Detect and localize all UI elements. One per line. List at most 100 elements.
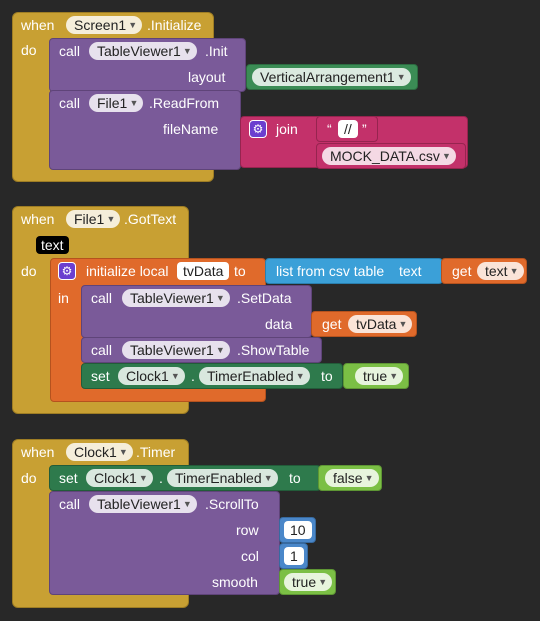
screen1-dropdown-text: Screen1: [74, 17, 127, 33]
boolean-dropdown[interactable]: true▼: [355, 367, 404, 385]
list-from-csv-table-block[interactable]: [265, 258, 443, 284]
chevron-down-icon: ▼: [129, 98, 139, 108]
chevron-down-icon: ▼: [215, 345, 225, 355]
col-param-label: col: [241, 548, 259, 564]
chevron-down-icon: ▼: [389, 371, 399, 381]
chevron-down-icon: ▼: [318, 577, 328, 587]
chevron-down-icon: ▼: [442, 151, 451, 161]
clock1-dropdown[interactable]: Clock1▼: [66, 443, 133, 461]
method-name: .Init: [205, 43, 228, 59]
chevron-down-icon: ▼: [263, 473, 273, 483]
when-label: when: [21, 211, 55, 227]
do-label: do: [21, 470, 37, 486]
file1-dropdown[interactable]: File1▼: [66, 210, 121, 228]
quote-close: ”: [362, 121, 367, 137]
get-var-dropdown[interactable]: tvData▼: [348, 315, 413, 333]
property-dropdown[interactable]: TimerEnabled▼: [167, 469, 278, 487]
get-var-text: tvData: [356, 316, 397, 332]
do-label: do: [21, 263, 37, 279]
method-name: .SetData: [237, 290, 292, 306]
gear-icon[interactable]: ⚙: [249, 120, 267, 138]
set-label: set: [59, 470, 78, 486]
event-name: .Initialize: [147, 17, 202, 33]
clock1-dropdown-text: Clock1: [74, 444, 117, 460]
chevron-down-icon: ▼: [182, 46, 192, 56]
layout-param-label: layout: [188, 69, 226, 85]
row-number-value[interactable]: 10: [284, 521, 312, 539]
vertical-arrangement-dropdown[interactable]: VerticalArrangement1▼: [252, 68, 411, 86]
clock1-dropdown-text: Clock1: [94, 470, 137, 486]
do-label: do: [21, 42, 37, 58]
boolean-dropdown-text: false: [333, 470, 363, 486]
file-readfrom-call-block[interactable]: [49, 90, 241, 170]
call-label: call: [59, 95, 81, 111]
call-label: call: [59, 43, 81, 59]
event-name: .Timer: [136, 444, 176, 460]
in-label: in: [58, 290, 69, 306]
chevron-down-icon: ▼: [182, 499, 192, 509]
method-name: .ScrollTo: [205, 496, 259, 512]
chevron-down-icon: ▼: [128, 20, 138, 30]
chevron-down-icon: ▼: [215, 293, 225, 303]
to-label: to: [234, 263, 246, 279]
join-label: join: [276, 121, 298, 137]
boolean-dropdown-text: true: [292, 574, 317, 590]
file1-dropdown[interactable]: File1▼: [89, 94, 144, 112]
chevron-down-icon: ▼: [396, 72, 406, 82]
when-label: when: [21, 17, 55, 33]
gear-icon[interactable]: ⚙: [58, 262, 76, 280]
text-socket-label: text: [399, 263, 422, 279]
chevron-down-icon: ▼: [106, 214, 116, 224]
boolean-dropdown-text: true: [363, 368, 388, 384]
data-param-label: data: [265, 316, 293, 332]
to-label: to: [321, 368, 333, 384]
clock1-dropdown-text: Clock1: [126, 368, 169, 384]
call-label: call: [91, 290, 113, 306]
chevron-down-icon: ▼: [509, 266, 519, 276]
tableviewer1-dropdown-text: TableViewer1: [97, 496, 181, 512]
when-label: when: [21, 444, 55, 460]
dot-label: .: [159, 470, 163, 486]
file1-dropdown-text: File1: [97, 95, 128, 111]
tableviewer1-dropdown[interactable]: TableViewer1▼: [122, 341, 230, 359]
col-number-value[interactable]: 1: [284, 547, 304, 565]
local-var-name[interactable]: tvData: [177, 262, 230, 280]
clock1-dropdown[interactable]: Clock1▼: [86, 469, 153, 487]
smooth-param-label: smooth: [212, 574, 258, 590]
boolean-dropdown[interactable]: false▼: [325, 469, 379, 487]
set-label: set: [91, 368, 110, 384]
get-label: get: [322, 316, 342, 332]
chevron-down-icon: ▼: [364, 473, 374, 483]
string-value[interactable]: //: [338, 120, 358, 138]
screen1-dropdown[interactable]: Screen1▼: [66, 16, 143, 34]
method-name: .ReadFrom: [149, 95, 220, 111]
chevron-down-icon: ▼: [398, 319, 408, 329]
get-label: get: [452, 263, 472, 279]
tableviewer1-dropdown-text: TableViewer1: [97, 43, 181, 59]
asset-filename-text: MOCK_DATA.csv: [330, 148, 440, 164]
method-name: .ShowTable: [237, 342, 310, 358]
text-parameter-badge[interactable]: text: [36, 236, 69, 254]
chevron-down-icon: ▼: [170, 371, 180, 381]
dot-label: .: [191, 368, 195, 384]
tableviewer1-dropdown[interactable]: TableViewer1▼: [89, 495, 197, 513]
tableviewer1-dropdown[interactable]: TableViewer1▼: [89, 42, 197, 60]
property-dropdown[interactable]: TimerEnabled▼: [199, 367, 310, 385]
vertical-arrangement-text: VerticalArrangement1: [260, 69, 395, 85]
chevron-down-icon: ▼: [295, 371, 305, 381]
get-var-dropdown[interactable]: text▼: [477, 262, 524, 280]
row-param-label: row: [236, 522, 259, 538]
call-label: call: [59, 496, 81, 512]
filename-param-label: fileName: [163, 121, 219, 137]
property-dropdown-text: TimerEnabled: [207, 368, 294, 384]
get-var-text: text: [485, 263, 508, 279]
property-dropdown-text: TimerEnabled: [175, 470, 262, 486]
initialize-local-label: initialize local: [86, 263, 169, 279]
boolean-dropdown[interactable]: true▼: [284, 573, 333, 591]
asset-filename-dropdown[interactable]: MOCK_DATA.csv▼: [322, 147, 456, 165]
chevron-down-icon: ▼: [138, 473, 148, 483]
list-from-csv-label: list from csv table: [276, 263, 385, 279]
tableviewer1-dropdown[interactable]: TableViewer1▼: [122, 289, 230, 307]
tableviewer1-dropdown-text: TableViewer1: [130, 290, 214, 306]
clock1-dropdown[interactable]: Clock1▼: [118, 367, 185, 385]
